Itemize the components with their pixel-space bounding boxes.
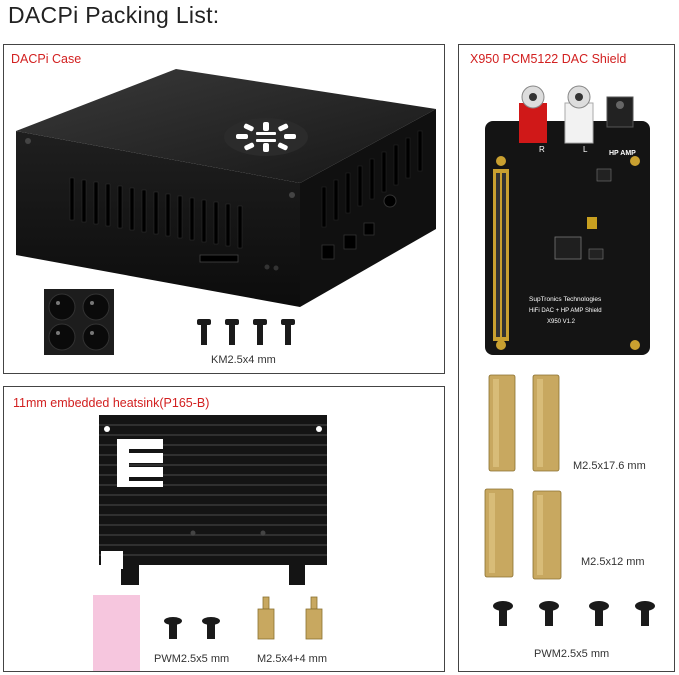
board-text-line2: HiFi DAC + HP AMP Shield xyxy=(529,308,602,314)
case-screws xyxy=(197,319,295,345)
fan-vent xyxy=(224,118,308,156)
case-panel: DACPi Case xyxy=(3,44,445,374)
board-hp-amp-label: HP AMP xyxy=(609,150,636,157)
shield-screws-caption: PWM2.5x5 mm xyxy=(534,648,610,660)
case-screws-caption: KM2.5x4 mm xyxy=(211,354,276,366)
short-standoffs-caption: M2.5x12 mm xyxy=(581,556,645,568)
heatsink-screws-caption: PWM2.5x5 mm xyxy=(154,653,230,665)
case-image xyxy=(16,69,436,307)
case-label: DACPi Case xyxy=(11,52,82,66)
board-text-line1: SupTronics Technologies xyxy=(529,296,602,303)
shield-label: X950 PCM5122 DAC Shield xyxy=(470,52,627,66)
long-standoffs-caption: M2.5x17.6 mm xyxy=(573,460,646,472)
rubber-feet xyxy=(44,289,114,355)
heatsink-label: 11mm embedded heatsink(P165-B) xyxy=(13,396,210,410)
long-standoffs xyxy=(488,374,560,472)
heatsink-screws xyxy=(164,617,220,639)
page-title: DACPi Packing List: xyxy=(8,2,220,28)
shield-screws xyxy=(493,601,655,626)
board-l-label: L xyxy=(583,145,588,154)
board-r-label: R xyxy=(539,145,545,154)
short-standoffs xyxy=(484,488,562,580)
board-text-line3: X950 V1.2 xyxy=(547,319,576,325)
heatsink-image xyxy=(99,415,327,585)
heatsink-standoffs xyxy=(257,596,323,640)
heatsink-panel: 11mm embedded heatsink(P165-B) P xyxy=(3,386,445,672)
thermal-pad xyxy=(93,595,140,671)
shield-panel: X950 PCM5122 DAC Shield R L HP AMP SupTr… xyxy=(458,44,675,672)
dac-shield-board: R L HP AMP SupTronics Technologies HiFi … xyxy=(485,85,650,355)
heatsink-standoffs-caption: M2.5x4+4 mm xyxy=(257,653,327,665)
